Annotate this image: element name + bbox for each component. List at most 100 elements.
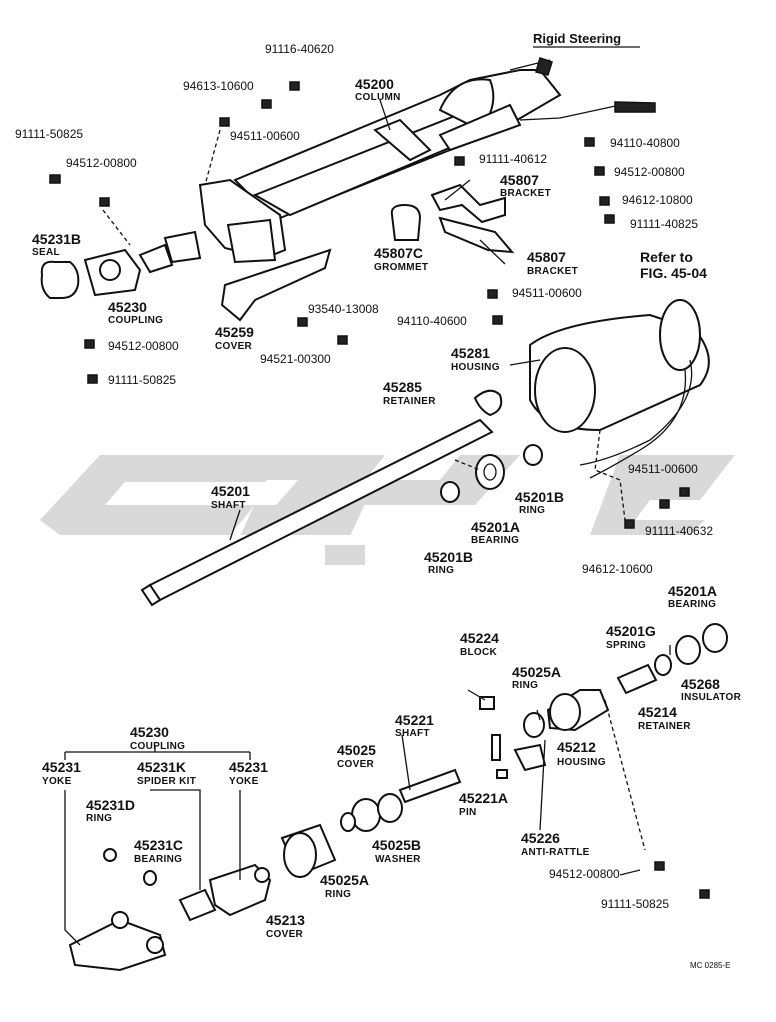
spring-45201g-part [616,663,658,695]
part-name: WASHER [375,854,421,865]
anti-rattle-45226-part [513,743,547,772]
part-number: 91111-40632 [645,524,713,538]
fasteners [49,81,710,899]
part-name: SHAFT [395,728,430,739]
part-number: 94512-00800 [614,165,685,179]
part-number: 45231K [137,759,186,775]
part-name: SHAFT [211,500,246,511]
part-number: 91111-40825 [630,217,698,231]
part-number: 45025A [320,872,369,888]
part-number: 45025B [372,837,421,853]
part-name: SEAL [32,247,60,258]
bearing-45201a-lower-part [675,635,701,665]
part-number: 94612-10600 [582,562,653,576]
part-number: 45231 [229,759,268,775]
part-number: 45285 [383,379,422,395]
retainer-45285-part [473,389,503,417]
part-number: 45231C [134,837,183,853]
part-name: BRACKET [500,188,551,199]
part-name: RING [428,565,454,576]
part-number: 45224 [460,630,499,646]
part-name: BEARING [668,599,716,610]
part-name: RING [519,505,545,516]
part-number: 91111-40612 [479,152,547,166]
part-number: 45807 [527,249,566,265]
part-number: 45200 [355,76,394,92]
part-number: 45231B [32,231,81,247]
part-name: HOUSING [557,757,606,768]
part-labels: 91116-40620 94613-10600 94511-00600 4520… [15,42,742,970]
part-name: RING [325,889,351,900]
part-number: 45221A [459,790,508,806]
seal-45231b-part [40,260,80,299]
cover-45259-part [220,248,332,322]
washer-45025b-part [377,793,403,823]
spider-kit-part [178,888,217,922]
part-number: 45231D [86,797,135,813]
steering-column-body [198,57,656,260]
part-number: 93540-13008 [308,302,379,316]
part-number: 45281 [451,345,490,361]
part-name: COUPLING [108,315,163,326]
ring-45201b-lower-part [440,481,460,503]
part-number: 94511-00600 [628,462,698,476]
part-name: BEARING [134,854,182,865]
diagram-title: Rigid Steering [533,31,621,46]
part-name: COLUMN [355,92,401,103]
part-number: 94110-40600 [397,314,467,328]
housing-45212-part [546,689,610,732]
part-name: GROMMET [374,262,428,273]
part-number: 94612-10800 [622,193,693,207]
cover-45025-part [351,798,381,832]
column-flange [226,218,277,264]
insulator-45268-part [702,623,728,653]
yoke-45231-left-part [68,911,167,972]
part-number: 45201 [211,483,250,499]
shaft-45221-part [398,768,462,804]
part-name: COVER [215,341,253,352]
part-number: 45230 [130,724,169,740]
part-number: 45226 [521,830,560,846]
note-refer: Refer to [640,249,693,265]
part-name: RING [512,680,538,691]
ring-45201b-upper-part [523,444,543,466]
bracket-45807-part [430,183,515,254]
part-name: SPIDER KIT [137,776,196,787]
part-name: INSULATOR [681,692,742,703]
part-name: COVER [266,929,304,940]
part-number: 91111-50825 [108,373,176,387]
part-number: 94512-00800 [108,339,179,353]
block-45224-part [479,696,495,710]
part-number: 91111-50825 [601,897,669,911]
part-number: 94511-00600 [230,129,300,143]
part-name: SPRING [606,640,646,651]
yoke-45231-right-part [208,863,272,917]
part-name: PIN [459,807,477,818]
part-number: 45231 [42,759,81,775]
part-number: 91116-40620 [265,42,334,56]
part-number: 45212 [557,739,596,755]
part-number: 45221 [395,712,434,728]
footer-code: MC 0285-E [690,961,730,970]
part-name: YOKE [42,776,72,787]
part-number: 45214 [638,704,677,720]
part-number: 45268 [681,676,720,692]
grommet-45807c-part [390,203,422,241]
part-number: 94512-00800 [66,156,137,170]
part-number: 94511-00600 [512,286,582,300]
part-number: 45201B [515,489,564,505]
ring-45025a-lower-part [340,812,356,832]
part-name: RING [86,813,112,824]
part-number: 45230 [108,299,147,315]
part-name: RETAINER [638,721,691,732]
cover-45213-part [280,823,337,878]
part-number: 45807C [374,245,423,261]
note-figure: FIG. 45-04 [640,265,707,281]
part-name: RETAINER [383,396,436,407]
part-number: 45201A [668,583,717,599]
retainer-45214-part [654,654,672,676]
part-number: 45201G [606,623,656,639]
part-name: BRACKET [527,266,578,277]
part-name: ANTI-RATTLE [521,847,590,858]
part-number: 45807 [500,172,539,188]
